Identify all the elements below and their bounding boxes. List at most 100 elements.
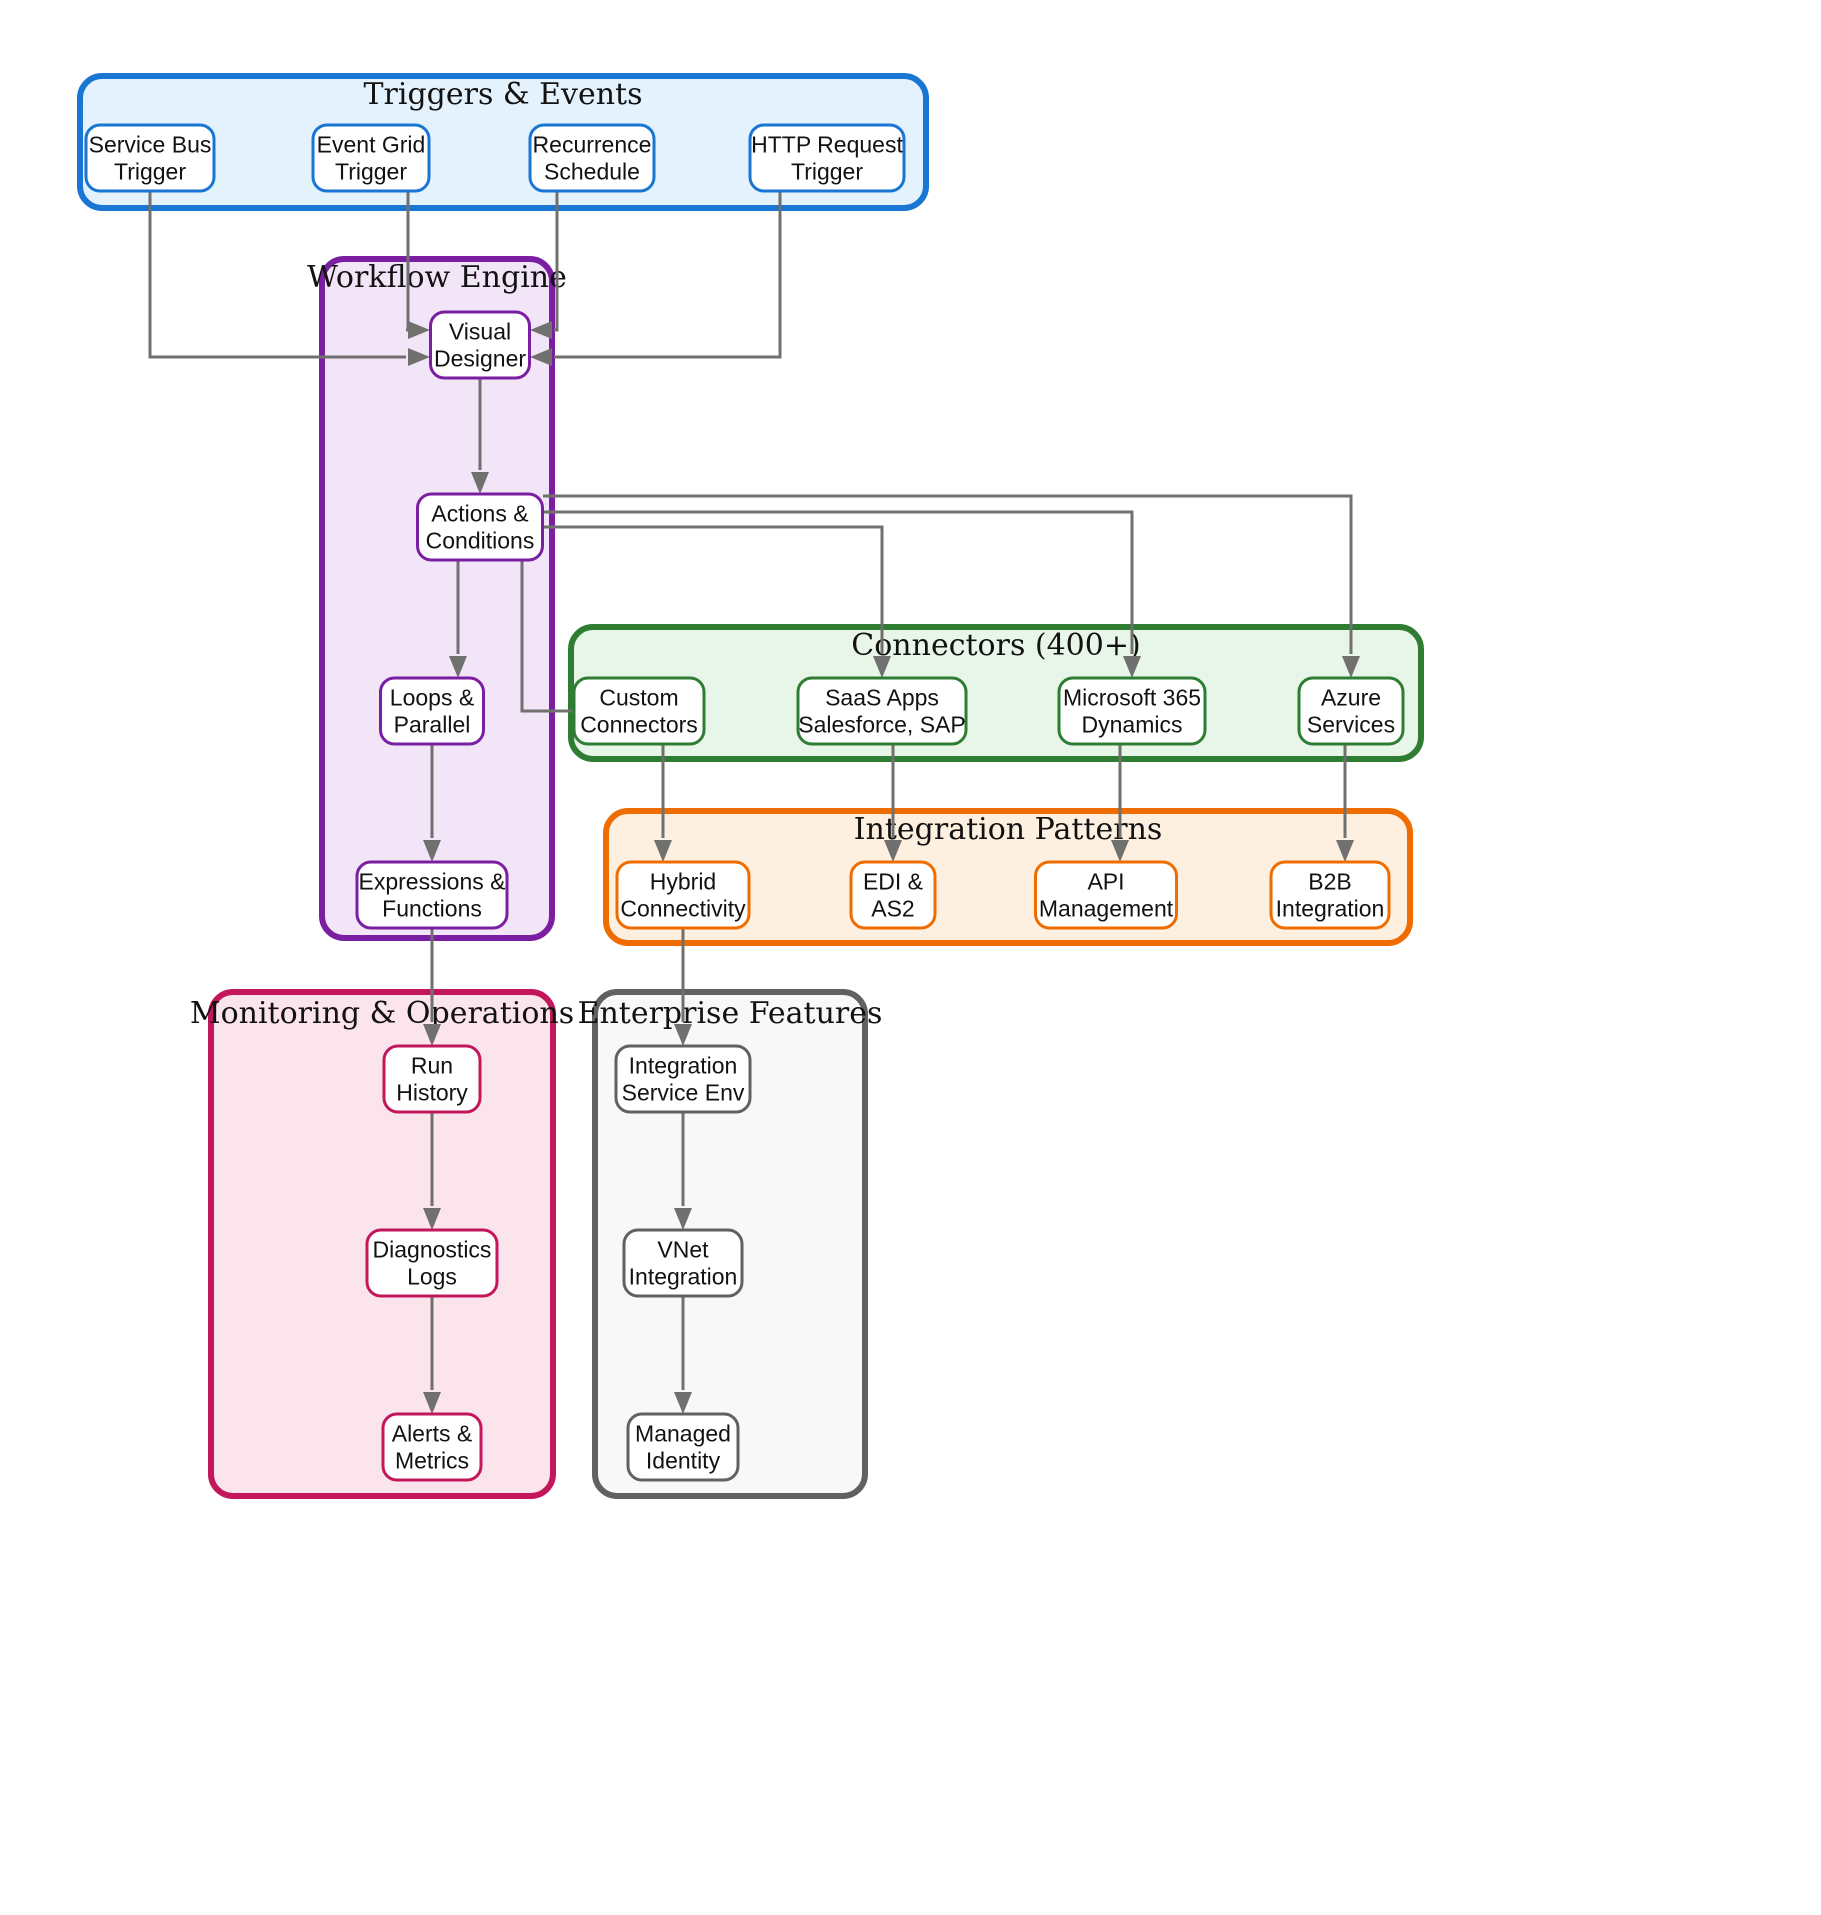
edge-microsoft-365-to-api-management (1111, 744, 1129, 862)
edge-line (554, 191, 782, 359)
cluster-patterns-box (603, 808, 1413, 946)
edge-visual-designer-to-actions-conditions (471, 378, 489, 494)
cluster-enterprise-title: Enterprise Features (578, 996, 883, 1031)
arrowhead-icon (423, 1392, 441, 1414)
edge-service-bus-trigger-to-visual-designer (148, 191, 430, 366)
cluster-patterns-title: Integration Patterns (854, 812, 1163, 847)
arrowhead-icon (674, 1024, 692, 1046)
edge-actions-conditions-to-loops-parallel (449, 560, 467, 678)
node-service-bus-trigger-box[interactable] (84, 123, 216, 193)
node-expressions-functions-box[interactable] (355, 860, 509, 930)
node-b2b-integration-box[interactable] (1269, 860, 1391, 930)
node-alerts-metrics-label: Alerts &Metrics (392, 1421, 473, 1474)
arrowhead-icon (449, 656, 467, 678)
cluster-connectors-title: Connectors (400+) (851, 628, 1140, 663)
node-edi-as2-label: EDI &AS2 (863, 869, 923, 922)
arrowhead-icon (674, 1208, 692, 1230)
edge-integration-service-env-to-vnet-integration (674, 1112, 692, 1230)
arrowhead-icon (1123, 656, 1141, 678)
arrowhead-icon (530, 321, 552, 339)
cluster-connectors: Connectors (400+) (568, 624, 1424, 762)
node-recurrence-schedule-box[interactable] (528, 123, 656, 193)
node-http-request-trigger-box[interactable] (748, 123, 906, 193)
arrowhead-icon (1336, 840, 1354, 862)
node-expressions-functions[interactable]: Expressions &Functions (355, 860, 509, 930)
node-visual-designer-box[interactable] (429, 310, 531, 380)
node-alerts-metrics[interactable]: Alerts &Metrics (381, 1412, 483, 1482)
cluster-triggers: Triggers & Events (77, 73, 929, 211)
node-loops-parallel[interactable]: Loops &Parallel (379, 676, 485, 746)
node-api-management-box[interactable] (1034, 860, 1178, 930)
node-edi-as2[interactable]: EDI &AS2 (849, 860, 937, 930)
node-actions-conditions-label: Actions &Conditions (426, 501, 535, 554)
edge-line (543, 525, 884, 654)
node-managed-identity-box[interactable] (626, 1412, 740, 1482)
node-vnet-integration-box[interactable] (622, 1228, 744, 1298)
arrowhead-icon (530, 348, 552, 366)
arrowhead-icon (654, 840, 672, 862)
node-diagnostics-logs-box[interactable] (365, 1228, 499, 1298)
arrowhead-icon (674, 1392, 692, 1414)
node-custom-connectors-box[interactable] (572, 676, 706, 746)
edge-hybrid-connectivity-to-integration-service-env (674, 928, 692, 1046)
edge-azure-services-to-b2b-integration (1336, 744, 1354, 862)
edge-line (543, 494, 1353, 654)
node-actions-conditions[interactable]: Actions &Conditions (416, 492, 544, 562)
edge-custom-connectors-to-hybrid-connectivity (654, 744, 672, 862)
edge-recurrence-schedule-to-visual-designer (530, 191, 559, 339)
edge-expressions-functions-to-run-history (423, 928, 441, 1046)
node-hybrid-connectivity-box[interactable] (615, 860, 751, 930)
node-integration-service-env-box[interactable] (614, 1044, 752, 1114)
node-azure-services-box[interactable] (1297, 676, 1405, 746)
node-alerts-metrics-box[interactable] (381, 1412, 483, 1482)
node-actions-conditions-box[interactable] (416, 492, 544, 562)
edge-saas-apps-to-edi-as2 (884, 744, 902, 862)
node-microsoft-365-box[interactable] (1057, 676, 1207, 746)
arrowhead-icon (1342, 656, 1360, 678)
cluster-triggers-title: Triggers & Events (364, 77, 643, 112)
arrowhead-icon (423, 1024, 441, 1046)
edge-loops-parallel-to-expressions-functions (423, 744, 441, 862)
node-saas-apps-box[interactable] (796, 676, 968, 746)
node-event-grid-trigger-box[interactable] (311, 123, 431, 193)
node-loops-parallel-box[interactable] (379, 676, 485, 746)
node-run-history-box[interactable] (382, 1044, 482, 1114)
node-edi-as2-box[interactable] (849, 860, 937, 930)
edge-line (148, 191, 406, 359)
edge-actions-conditions-to-azure-services (543, 494, 1360, 678)
edge-line (543, 510, 1134, 654)
arrowhead-icon (408, 348, 430, 366)
edge-layer (148, 191, 1360, 1414)
edge-run-history-to-diagnostics-logs (423, 1112, 441, 1230)
